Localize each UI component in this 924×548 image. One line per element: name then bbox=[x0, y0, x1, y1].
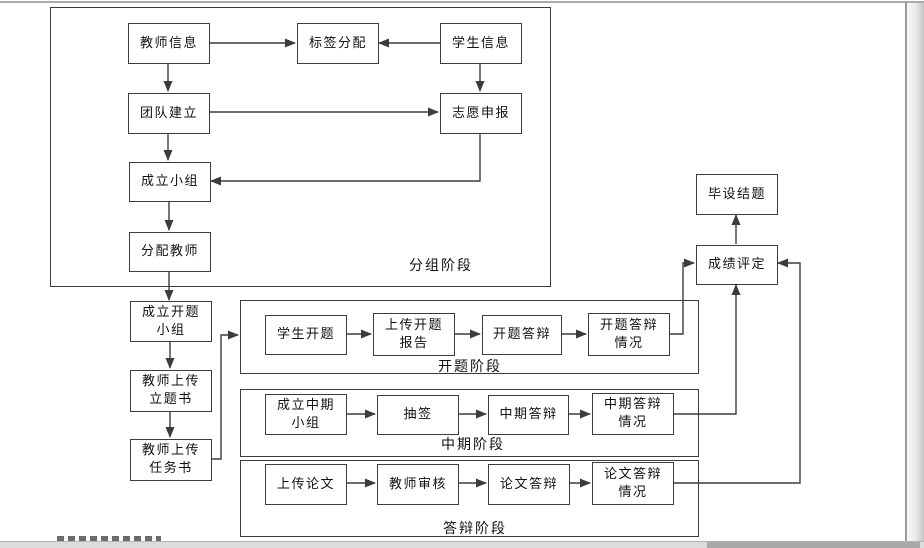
page-right-edge bbox=[905, 2, 907, 541]
stage-midterm-label: 中期阶段 bbox=[441, 437, 505, 453]
connector-midterm-status-to-grade-evaluation bbox=[672, 284, 741, 415]
node-tag-assignment: 标签分配 bbox=[297, 23, 379, 64]
node-midterm-defense: 中期答辩 bbox=[488, 395, 569, 435]
node-thesis-defense-status: 论文答辩 情况 bbox=[592, 462, 674, 505]
node-upload-thesis: 上传论文 bbox=[265, 464, 347, 505]
stage-defense-label: 答辩阶段 bbox=[443, 521, 507, 537]
connector-volunteer-application-to-form-group bbox=[210, 132, 481, 186]
stage-opening-label: 开题阶段 bbox=[438, 359, 502, 375]
viewer-top-border bbox=[0, 1, 924, 3]
node-volunteer-application: 志愿申报 bbox=[440, 93, 522, 134]
node-thesis-defense: 论文答辩 bbox=[488, 464, 570, 505]
node-grade-evaluation: 成绩评定 bbox=[696, 245, 778, 285]
node-form-group: 成立小组 bbox=[129, 162, 211, 202]
stage-opening-container bbox=[240, 300, 699, 374]
horizontal-scrollbar-track[interactable] bbox=[0, 541, 924, 548]
node-form-midterm-group: 成立中期 小组 bbox=[265, 394, 347, 435]
node-draw-lots: 抽签 bbox=[377, 395, 459, 435]
node-midterm-defense-status: 中期答辩 情况 bbox=[592, 393, 674, 435]
node-student-info: 学生信息 bbox=[440, 23, 522, 64]
stage-midterm-container bbox=[240, 389, 699, 457]
stage-defense-container bbox=[240, 460, 699, 537]
node-graduation-conclusion: 毕设结题 bbox=[696, 174, 778, 215]
node-assign-teacher: 分配教师 bbox=[129, 232, 211, 272]
node-teacher-review: 教师审核 bbox=[377, 464, 459, 505]
page-right-gutter bbox=[907, 2, 924, 541]
connector-upload-task-to-opening-stage bbox=[210, 330, 239, 460]
connector-thesis-status-to-grade-evaluation bbox=[672, 258, 801, 484]
node-opening-defense: 开题答辩 bbox=[482, 315, 562, 355]
node-form-opening-group: 成立开题 小组 bbox=[130, 301, 212, 342]
horizontal-scrollbar-thumb[interactable] bbox=[707, 542, 920, 548]
stage-grouping-label: 分组阶段 bbox=[409, 258, 473, 274]
node-student-opening: 学生开题 bbox=[265, 315, 347, 355]
node-teacher-upload-task: 教师上传 任务书 bbox=[130, 439, 212, 481]
node-upload-opening-report: 上传开题 报告 bbox=[373, 313, 455, 356]
stage-grouping-container bbox=[50, 7, 551, 287]
node-teacher-upload-proposal: 教师上传 立题书 bbox=[130, 370, 212, 412]
node-team-building: 团队建立 bbox=[128, 93, 210, 134]
node-teacher-info: 教师信息 bbox=[128, 23, 210, 64]
connector-opening-status-to-grade-evaluation bbox=[668, 258, 695, 335]
clipped-text-fragment bbox=[57, 536, 161, 541]
node-opening-defense-status: 开题答辩 情况 bbox=[588, 313, 670, 356]
